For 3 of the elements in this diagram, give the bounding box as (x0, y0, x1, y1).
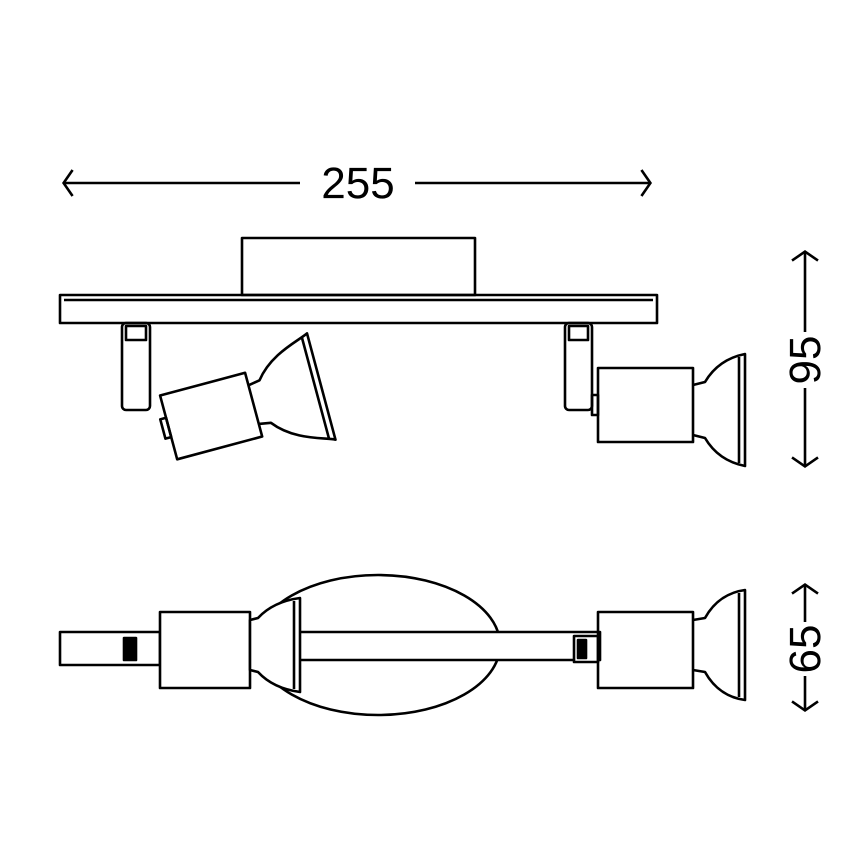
dimension-label: 255 (324, 167, 393, 199)
dimension-label: 65 (789, 626, 821, 672)
dimension-label: 95 (789, 337, 821, 382)
